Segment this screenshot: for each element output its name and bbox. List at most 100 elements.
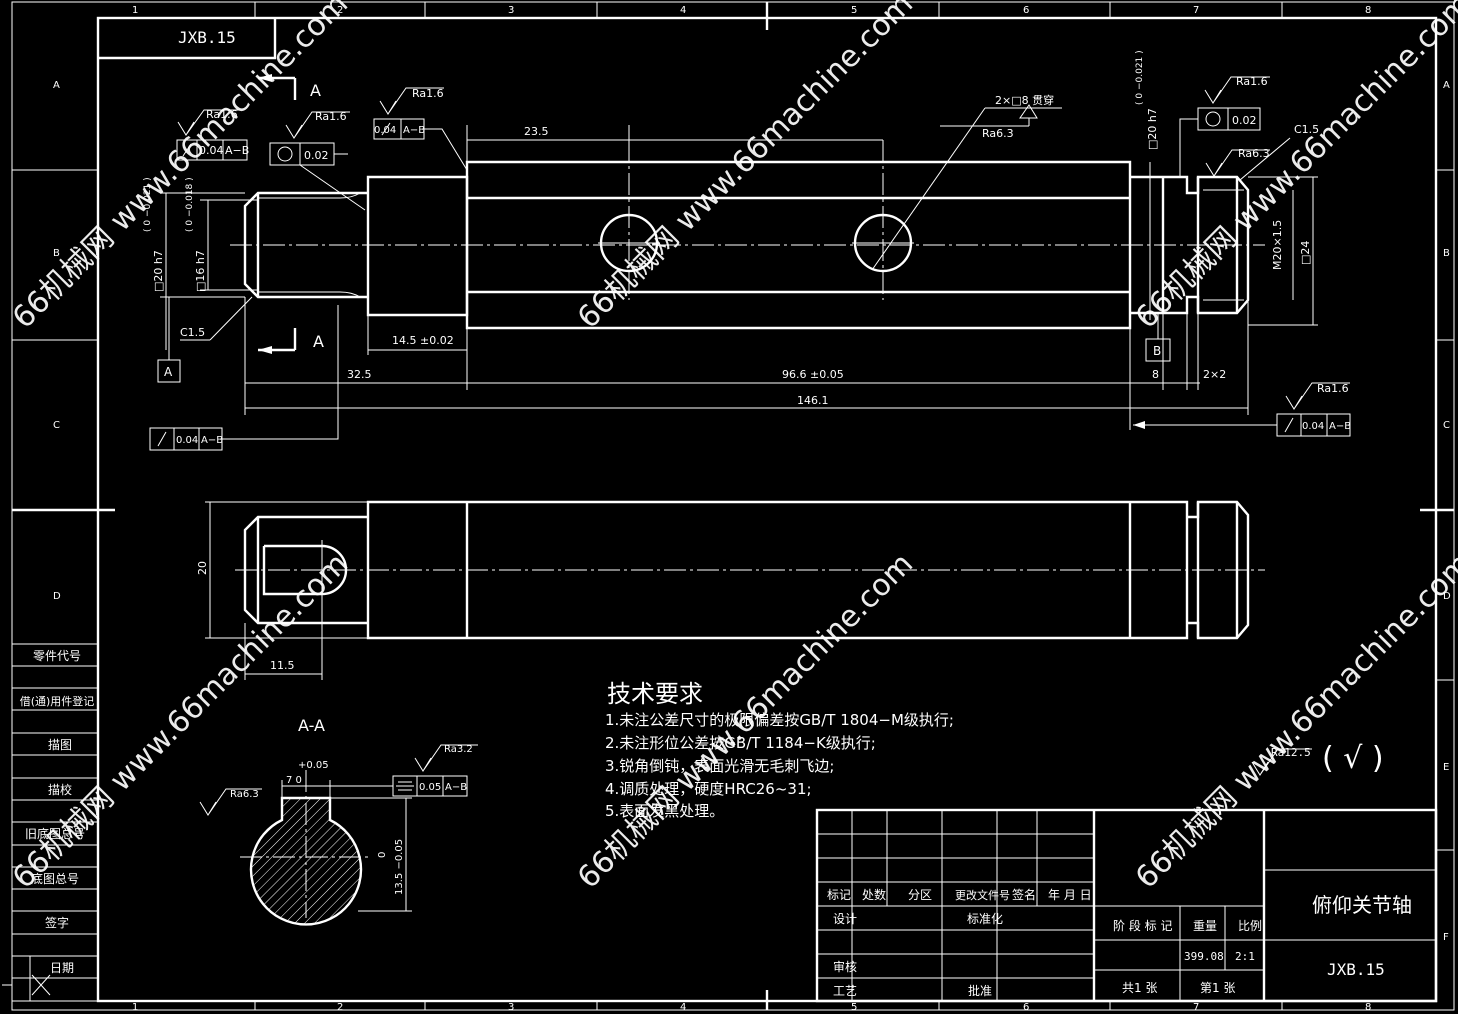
frame6-value: 0.04 xyxy=(1302,421,1324,432)
dim-20-front: 20 xyxy=(196,561,209,575)
zone-col-1: 1 xyxy=(132,5,138,16)
section-title: A-A xyxy=(298,716,325,735)
tb-drawing-number: JXB.15 xyxy=(1327,960,1385,979)
ra32: Ra3.2 xyxy=(444,744,473,755)
zone-col-2: 2 xyxy=(337,5,343,16)
zone-col-4: 4 xyxy=(680,5,686,16)
tb-sheets-total: 共1 张 xyxy=(1122,981,1157,995)
zone-col-5b: 5 xyxy=(851,1002,857,1013)
ra16-e: Ra1.6 xyxy=(1317,382,1349,395)
dim-20h7-left: □20 h7 xyxy=(152,250,165,292)
tb-design: 设计 xyxy=(833,912,857,926)
zone-col-5: 5 xyxy=(851,5,857,16)
rev-zone: 分区 xyxy=(908,888,932,902)
tech-req-item-4: 4.调质处理，硬度HRC26~31; xyxy=(605,780,812,798)
strip-borrow: 借(通)用件登记 xyxy=(20,694,95,708)
zone-row-b-r: B xyxy=(1443,248,1450,259)
tb-sheet-no: 第1 张 xyxy=(1200,981,1235,995)
zone-col-2b: 2 xyxy=(337,1002,343,1013)
dim-146-1: 146.1 xyxy=(797,394,829,407)
strip-date: 日期 xyxy=(50,961,74,975)
zone-col-7b: 7 xyxy=(1193,1002,1199,1013)
dim-c15-right: C1.5 xyxy=(1294,123,1319,136)
frame4-value: 0.02 xyxy=(1232,114,1257,127)
main-view-dimensions: 23.5 14.5 ±0.02 32.5 96.6 ±0.05 146.1 8 … xyxy=(143,50,1319,430)
rev-doc: 更改文件号 xyxy=(955,888,1010,902)
frame3-value: 0.04 xyxy=(374,125,396,136)
strip-part-code: 零件代号 xyxy=(33,649,81,663)
strip-old-base: 旧底图总号 xyxy=(25,826,85,841)
zone-col-7: 7 xyxy=(1193,5,1199,16)
ra63-b: Ra6.3 xyxy=(1238,147,1270,160)
frame2-value: 0.02 xyxy=(304,149,329,162)
zone-row-d: D xyxy=(53,591,61,602)
section-mark-a-bottom: A xyxy=(313,332,324,351)
frame1-value: 0.04 xyxy=(199,144,224,157)
ra63-a: Ra6.3 xyxy=(982,127,1014,140)
tb-weight: 399.08 xyxy=(1184,950,1224,963)
tb-scale-label: 比例 xyxy=(1238,919,1262,933)
tolerance-annotations: 0.04 A−B Ra1.6 0.02 Ra1.6 0.04 A−B Ra1.6… xyxy=(149,75,1351,451)
dim-c15-left: C1.5 xyxy=(180,326,205,339)
tech-req-item-3: 3.锐角倒钝，表面光滑无毛刺飞边; xyxy=(605,757,834,775)
drawing-number-box: JXB.15 xyxy=(98,18,277,60)
dim-16h7: □16 h7 xyxy=(194,250,207,292)
tb-weight-label: 重量 xyxy=(1193,919,1217,933)
dim-14-5: 14.5 ±0.02 xyxy=(392,334,454,347)
zone-col-4b: 4 xyxy=(680,1002,686,1013)
zone-row-b: B xyxy=(53,248,60,259)
tech-req-item-5: 5.表面发黑处理。 xyxy=(605,802,724,820)
zone-col-8b: 8 xyxy=(1365,1002,1371,1013)
ra16-d: Ra1.6 xyxy=(1236,75,1268,88)
dim-20h7-left-tol: ( 0 −0.021 ) xyxy=(143,177,153,232)
zone-col-3b: 3 xyxy=(508,1002,514,1013)
section-cut-marks: A A xyxy=(258,74,324,354)
dim-32-5: 32.5 xyxy=(347,368,372,381)
zone-row-d-r: D xyxy=(1443,591,1451,602)
ra16-a: Ra1.6 xyxy=(206,108,238,121)
main-view xyxy=(230,140,1265,330)
frame7-datum: A−B xyxy=(445,782,467,793)
tb-stage: 阶 段 标 记 xyxy=(1113,918,1172,933)
dim-holes: 2×□8 贯穿 xyxy=(995,93,1054,107)
frame7-value: 0.05 xyxy=(419,782,441,793)
ra16-c: Ra1.6 xyxy=(412,87,444,100)
frame6-datum: A−B xyxy=(1329,421,1351,432)
rev-sign: 签名 xyxy=(1012,887,1036,902)
rev-count: 处数 xyxy=(862,887,886,902)
dim-23-5: 23.5 xyxy=(524,125,549,138)
tb-approve: 批准 xyxy=(968,983,992,998)
front-view xyxy=(235,500,1265,680)
tech-req-item-1: 1.未注公差尺寸的极限偏差按GB/T 1804−M级执行; xyxy=(605,711,954,729)
dim-16h7-tol: ( 0 −0.018 ) xyxy=(185,177,195,232)
zone-row-a: A xyxy=(53,80,60,91)
datum-a: A xyxy=(164,365,173,379)
general-roughness: Ra12.5 ( √ ) xyxy=(1251,741,1384,776)
ra125: Ra12.5 xyxy=(1271,746,1311,759)
section-mark-a-top: A xyxy=(310,81,321,100)
zone-col-1b: 1 xyxy=(132,1002,138,1013)
tech-req-title: 技术要求 xyxy=(607,680,703,708)
ra16-b: Ra1.6 xyxy=(315,110,347,123)
ra63-c: Ra6.3 xyxy=(230,789,259,800)
strip-tracing: 描图 xyxy=(48,738,72,752)
front-view-dimensions: 20 11.5 xyxy=(196,501,368,680)
drawing-number-top: JXB.15 xyxy=(178,28,236,47)
dim-8: 8 xyxy=(1152,368,1159,381)
dim-11-5: 11.5 xyxy=(270,659,295,672)
strip-base-no: 底图总号 xyxy=(31,871,79,886)
zone-col-8: 8 xyxy=(1365,5,1371,16)
dim-13-5-tol: 0 xyxy=(377,852,388,858)
frame5-datum: A−B xyxy=(201,435,223,446)
watermark-2: 66机械网 www.66machine.com xyxy=(571,0,920,336)
zone-col-3: 3 xyxy=(508,5,514,16)
tb-process: 工艺 xyxy=(833,984,857,998)
dim-2x2: 2×2 xyxy=(1203,368,1226,381)
frame3-datum: A−B xyxy=(403,125,425,136)
drawing-border: 1 2 3 4 5 6 7 8 1 2 3 4 5 6 7 8 A B C D … xyxy=(11,1,1455,1013)
zone-row-c: C xyxy=(53,420,60,431)
tech-requirements: 技术要求 1.未注公差尺寸的极限偏差按GB/T 1804−M级执行; 2.未注形… xyxy=(605,680,954,820)
frame1-datum: A−B xyxy=(225,144,249,157)
dim-7: 7 0 xyxy=(286,775,302,786)
zone-row-a-r: A xyxy=(1443,80,1450,91)
